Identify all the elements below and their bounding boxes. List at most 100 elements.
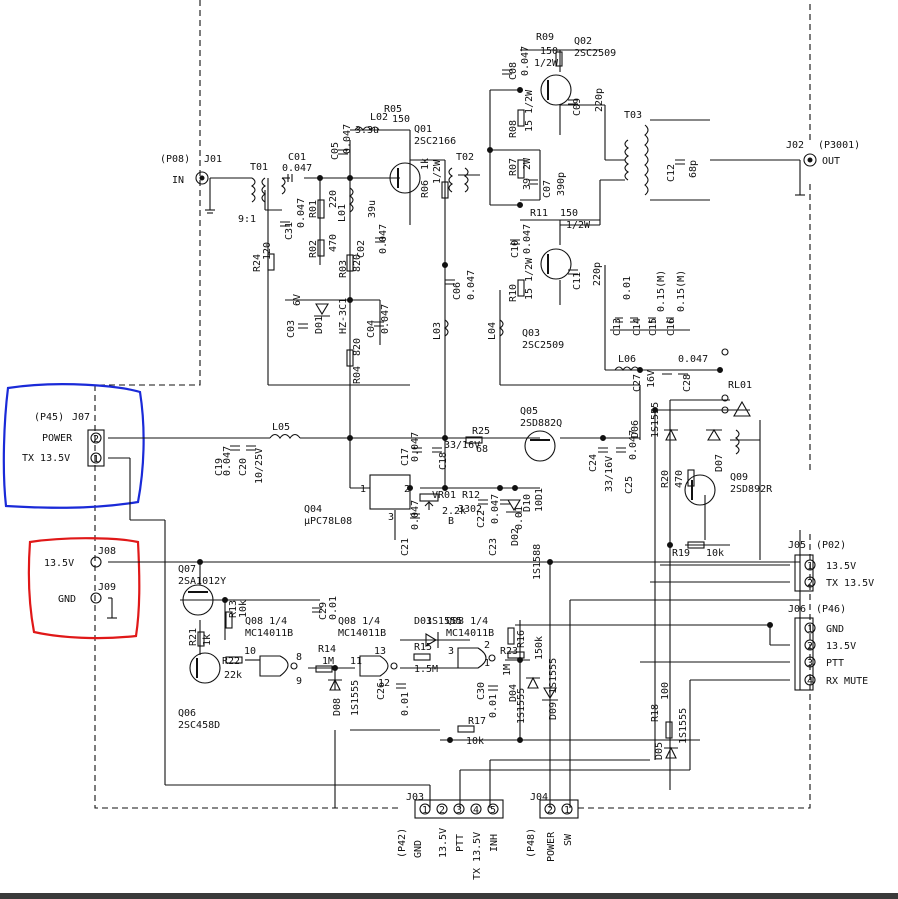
svg-text:3.3u: 3.3u <box>355 125 379 136</box>
svg-text:220p: 220p <box>594 88 605 112</box>
svg-text:Q04: Q04 <box>304 504 322 515</box>
svg-text:C03: C03 <box>286 320 297 338</box>
svg-text:C20: C20 <box>238 458 249 476</box>
svg-text:150: 150 <box>392 114 410 125</box>
svg-text:L02: L02 <box>370 112 388 123</box>
transistor-q09: Q09 2SD892R <box>684 472 773 506</box>
regulator-q04: 1 2 3 Q04 µPC78L08 <box>304 474 411 527</box>
svg-text:13.5V: 13.5V <box>826 561 856 572</box>
svg-text:11: 11 <box>350 656 362 667</box>
transistor-q06: Q06 2SC458D <box>178 652 221 731</box>
svg-text:Q09: Q09 <box>730 472 748 483</box>
svg-text:C01: C01 <box>288 152 306 163</box>
svg-text:Q07: Q07 <box>178 564 196 575</box>
svg-text:0.047: 0.047 <box>490 494 501 524</box>
nand-gate-q08-a: 10 8 9 Q08 1/4 MC14011B <box>244 616 302 687</box>
svg-text:1S1588: 1S1588 <box>532 544 543 580</box>
svg-text:13: 13 <box>374 646 386 657</box>
svg-text:0.15(M): 0.15(M) <box>656 270 667 312</box>
svg-text:D04: D04 <box>508 684 519 702</box>
svg-text:1S1555: 1S1555 <box>426 616 462 627</box>
svg-text:220: 220 <box>328 190 339 208</box>
svg-text:0.047: 0.047 <box>628 430 639 460</box>
svg-text:390p: 390p <box>556 172 567 196</box>
svg-text:PTT: PTT <box>826 658 844 669</box>
nand-gate-q08-b: 11 13 12 Q08 1/4 MC14011B <box>338 616 398 689</box>
svg-text:100: 100 <box>660 682 671 700</box>
svg-text:2: 2 <box>807 641 813 652</box>
transformer-t02: T02 <box>448 152 474 193</box>
diodes <box>314 303 722 759</box>
svg-text:10D1: 10D1 <box>534 488 545 512</box>
svg-text:R02: R02 <box>308 240 319 258</box>
svg-text:9:1: 9:1 <box>238 214 256 225</box>
svg-text:R21: R21 <box>188 628 199 646</box>
svg-text:1: 1 <box>422 805 428 816</box>
svg-text:(P48): (P48) <box>526 828 537 858</box>
transformer-t01: T01 9:1 <box>238 162 286 225</box>
svg-text:2: 2 <box>404 484 410 495</box>
svg-text:C13: C13 <box>612 318 623 336</box>
svg-text:J09: J09 <box>98 582 116 593</box>
svg-text:(P45): (P45) <box>34 412 64 423</box>
svg-text:1: 1 <box>360 484 366 495</box>
svg-text:1M: 1M <box>322 656 334 667</box>
svg-text:2.2k: 2.2k <box>442 506 466 517</box>
svg-text:1S1555: 1S1555 <box>650 402 661 438</box>
svg-text:J03: J03 <box>406 792 424 803</box>
svg-text:(P3001): (P3001) <box>818 140 860 151</box>
svg-text:10k: 10k <box>238 600 249 618</box>
svg-text:J07: J07 <box>72 412 90 423</box>
svg-text:INH: INH <box>489 834 500 852</box>
svg-text:3: 3 <box>456 805 462 816</box>
svg-text:13.5V: 13.5V <box>826 641 856 652</box>
svg-text:PTT: PTT <box>455 834 466 852</box>
svg-text:Q08 1/4: Q08 1/4 <box>446 616 488 627</box>
svg-text:120: 120 <box>262 242 273 260</box>
svg-text:0.047: 0.047 <box>342 124 353 154</box>
svg-text:1M: 1M <box>502 664 513 676</box>
svg-text:B: B <box>448 516 454 527</box>
svg-text:3302: 3302 <box>458 504 482 515</box>
transistor-q01: Q01 2SC2166 <box>389 124 456 194</box>
svg-text:1k: 1k <box>202 634 213 646</box>
svg-text:10/25V: 10/25V <box>254 448 265 484</box>
svg-text:(P02): (P02) <box>816 540 846 551</box>
transistor-q02: Q02 2SC2509 <box>540 36 616 106</box>
svg-text:D08: D08 <box>332 698 343 716</box>
svg-text:D07: D07 <box>714 454 725 472</box>
connector-j02: J02 (P3001) OUT <box>786 140 860 167</box>
transistor-q07: Q07 2SA1012Y <box>178 564 226 616</box>
svg-text:150: 150 <box>540 46 558 57</box>
svg-text:C23: C23 <box>488 538 499 556</box>
connector-j01: (P08) J01 IN <box>160 154 222 186</box>
svg-text:0.047: 0.047 <box>466 270 477 300</box>
svg-text:0.047: 0.047 <box>410 500 421 530</box>
svg-text:2: 2 <box>93 434 99 445</box>
svg-text:2: 2 <box>439 805 445 816</box>
svg-text:R24: R24 <box>252 254 263 272</box>
svg-text:3: 3 <box>448 646 454 657</box>
svg-text:0.047: 0.047 <box>296 198 307 228</box>
svg-text:0.047: 0.047 <box>520 46 531 76</box>
svg-text:0.01: 0.01 <box>328 596 339 620</box>
svg-text:RL01: RL01 <box>728 380 752 391</box>
svg-text:VR01: VR01 <box>432 490 456 501</box>
svg-text:0.01: 0.01 <box>400 692 411 716</box>
svg-text:TX 13.5V: TX 13.5V <box>826 578 874 589</box>
svg-text:1/2W: 1/2W <box>432 159 443 184</box>
svg-text:SW: SW <box>563 833 574 846</box>
svg-text:2SD892R: 2SD892R <box>730 484 773 495</box>
svg-text:68p: 68p <box>688 160 699 178</box>
svg-text:R19: R19 <box>672 548 690 559</box>
svg-text:4: 4 <box>473 805 479 816</box>
svg-text:C22: C22 <box>476 510 487 528</box>
inductor-l04: L04 <box>487 319 504 340</box>
svg-text:IN: IN <box>172 175 184 186</box>
svg-text:6V: 6V <box>292 294 303 306</box>
svg-text:T01: T01 <box>250 162 268 173</box>
resistors <box>197 51 705 739</box>
svg-text:3: 3 <box>807 658 813 669</box>
svg-text:R01: R01 <box>308 200 319 218</box>
